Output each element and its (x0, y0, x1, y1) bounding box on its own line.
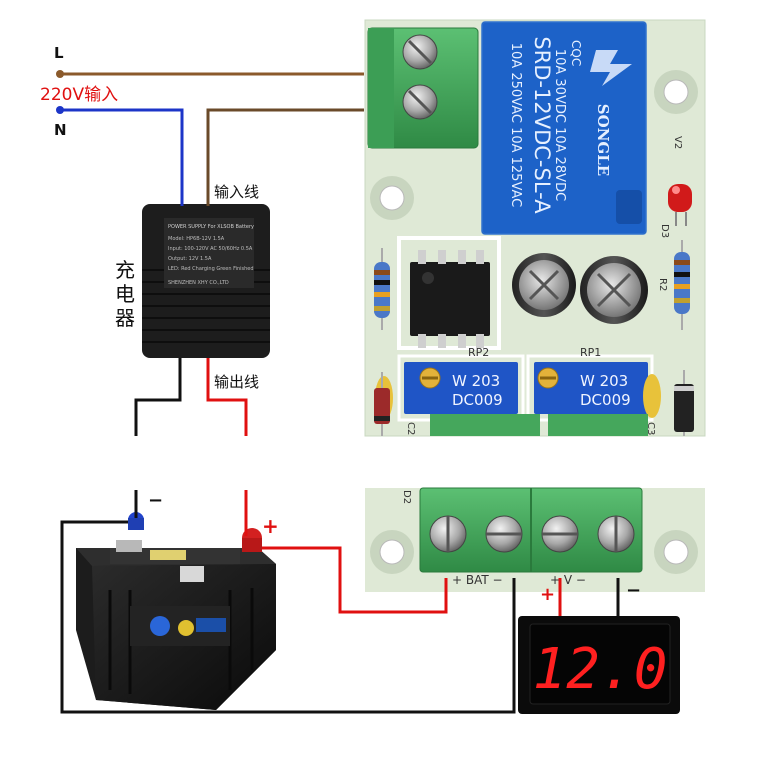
wire-battery-negative-loop (60, 520, 516, 714)
charger: POWER SUPPLY For XLSOB Battery Model: HP… (142, 204, 270, 358)
pot-rp2-text-1: W 203 (452, 372, 500, 390)
resistor-left (374, 248, 390, 330)
relay-cert: CQC (569, 40, 583, 66)
label-voltage: 220V输入 (40, 85, 119, 105)
charger-label-line3: Output: 12V 1.5A (168, 256, 212, 262)
silk-c3: C3 (645, 422, 656, 435)
label-battery-plus: + (262, 514, 279, 538)
relay-model: SRD-12VDC-SL-A (530, 36, 554, 214)
ic-chip (410, 250, 490, 348)
battery-label-sticker (116, 540, 142, 552)
ceramic-capacitor (643, 374, 661, 418)
charger-label-line1: Model: HP6B-12V 1.5A (168, 236, 225, 242)
wire-neutral-n (60, 108, 184, 206)
charger-label-maker: SHENZHEN XHY CO.,LTD (168, 280, 229, 286)
led-d3: D3 V2 (659, 136, 692, 238)
label-output-wire: 输出线 (214, 373, 260, 391)
charger-label-line2: Input: 100-120V AC 50/60Hz 0.5A (168, 246, 253, 252)
wire-battery-positive (262, 546, 448, 614)
pcb-bottom: D2 + BAT − + V − (365, 487, 705, 592)
silk-rp1: RP1 (580, 346, 601, 359)
diode-right (674, 370, 694, 436)
ac-terminal-block (367, 27, 479, 149)
wires (56, 70, 620, 714)
silk-d2: D2 (401, 490, 412, 504)
wire-charger-output-black (134, 358, 182, 436)
silk-bat: + BAT − (452, 573, 503, 587)
car-battery (76, 512, 276, 710)
wire-charger-input (206, 108, 364, 206)
silk-v: + V − (550, 573, 586, 587)
label-neutral-n: N (54, 121, 67, 139)
voltmeter-reading: 12.0 (533, 637, 668, 702)
relay-rating-2: 10A 30VDC 10A 28VDC (552, 49, 567, 201)
pot-rp1-text-1: W 203 (580, 372, 628, 390)
potentiometer-rp1: RP1 W 203 DC009 (534, 346, 648, 414)
silk-v2: V2 (672, 136, 683, 149)
capacitor-2 (580, 256, 648, 324)
pot-rp1-text-2: DC009 (580, 391, 631, 409)
label-line-l: L (54, 44, 64, 62)
silk-d3: D3 (659, 224, 670, 238)
potentiometer-rp2: RP2 W 203 DC009 (404, 346, 518, 414)
capacitor-1 (512, 253, 576, 317)
relay-brand: SONGLE (594, 104, 612, 176)
connector-stub (430, 414, 540, 436)
charger-label-line4: LED: Red Charging Green Finished (168, 266, 254, 272)
songle-logo-icon (590, 50, 632, 86)
label-charger: 充电器 (115, 258, 135, 330)
label-meter-plus: + (540, 584, 556, 605)
label-battery-minus: − (148, 490, 164, 511)
silk-rp2: RP2 (468, 346, 489, 359)
label-input-wire: 输入线 (214, 183, 260, 201)
wire-charger-output-red (206, 358, 248, 436)
charger-label-title: POWER SUPPLY For XLSOB Battery (168, 224, 254, 230)
pot-rp2-text-2: DC009 (452, 391, 503, 409)
silk-r2: R2 (657, 278, 668, 291)
voltmeter: 12.0 (518, 616, 680, 714)
connector-stub (548, 414, 648, 436)
resistor-r2: R2 (657, 240, 690, 330)
diode-left (374, 372, 390, 436)
silk-c2: C2 (405, 422, 416, 435)
relay-rating-1: 10A 250VAC 10A 125VAC (508, 43, 523, 208)
label-meter-minus: − (626, 580, 642, 601)
relay: SRD-12VDC-SL-A 10A 250VAC 10A 125VAC 10A… (481, 21, 647, 235)
